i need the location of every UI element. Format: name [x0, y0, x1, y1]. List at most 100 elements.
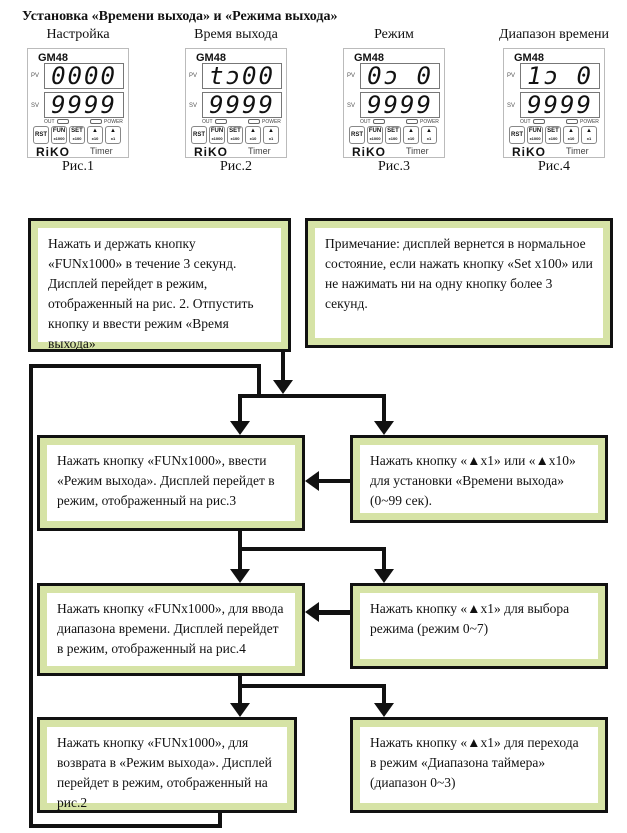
sv-label: SV: [189, 103, 198, 109]
btn-label: RST: [351, 131, 363, 138]
btn-sub: x1: [268, 136, 274, 141]
btn-label: RST: [35, 131, 47, 138]
led-icon: [214, 119, 227, 125]
led-icon: [248, 119, 260, 125]
up-x10-button[interactable]: ▲x10: [245, 126, 261, 144]
led-icon: [56, 119, 69, 125]
power-led: POWER: [88, 119, 123, 125]
step-text: Нажать кнопку «FUNx1000», для ввода диап…: [47, 593, 295, 666]
power-label: POWER: [580, 119, 599, 125]
connector-line: [382, 684, 386, 704]
step-output-mode: Нажать кнопку «FUNx1000», ввести «Режим …: [37, 435, 305, 531]
loop-line: [29, 364, 261, 368]
up-x1-button[interactable]: ▲x1: [263, 126, 279, 144]
connector-line: [238, 676, 242, 688]
up-x10-button[interactable]: ▲ x10: [563, 126, 579, 144]
figure-caption: Рис.1: [62, 159, 94, 174]
up-x1-button[interactable]: ▲x1: [421, 126, 437, 144]
brand-logo: RiKO: [194, 145, 228, 159]
step-select-mode: Нажать кнопку «▲x1» для выбора режима (р…: [350, 583, 608, 669]
step-text: Нажать кнопку «▲x1» для выбора режима (р…: [360, 593, 598, 659]
pv-label: PV: [189, 73, 198, 79]
btn-sub: x10: [91, 136, 99, 141]
device-type: Timer: [90, 146, 113, 156]
pv-display: 0ɔ 0: [360, 63, 440, 89]
device-type: Timer: [406, 146, 429, 156]
led-icon: [372, 119, 385, 125]
btn-label: FUN: [210, 128, 224, 134]
out-label: OUT: [202, 119, 213, 125]
figure-label: Диапазон времени: [498, 27, 610, 42]
btn-sub: x100: [230, 136, 240, 141]
rst-button[interactable]: RST: [509, 126, 525, 144]
step-text: Нажать кнопку «▲x1» для перехода в режим…: [360, 727, 598, 803]
btn-label: FUN: [52, 128, 66, 134]
connector-line: [382, 547, 386, 569]
connector-line: [238, 394, 386, 398]
rst-button[interactable]: RST: [349, 126, 365, 144]
triangle-up-icon: ▲: [408, 128, 414, 134]
step-time-range: Нажать кнопку «FUNx1000», для ввода диап…: [37, 583, 305, 676]
up-x10-button[interactable]: ▲x10: [403, 126, 419, 144]
triangle-up-icon: ▲: [250, 128, 256, 134]
led-icon: [566, 119, 578, 125]
note-text: Примечание: дисплей вернется в нормально…: [315, 228, 603, 338]
up-x1-button[interactable]: ▲x1: [581, 126, 597, 144]
btn-sub: x10: [567, 136, 575, 141]
btn-sub: x100: [72, 136, 82, 141]
device-model: GM48: [514, 52, 544, 64]
out-label: OUT: [520, 119, 531, 125]
device-model: GM48: [354, 52, 384, 64]
out-led: OUT: [520, 119, 547, 125]
pv-display: 0000: [44, 63, 124, 89]
rst-button[interactable]: RST: [191, 126, 207, 144]
set-button[interactable]: SET x100: [385, 126, 401, 144]
arrow-down-icon: [273, 380, 293, 394]
power-led: POWER: [404, 119, 439, 125]
triangle-up-icon: ▲: [568, 128, 574, 134]
power-led: POWER: [564, 119, 599, 125]
out-label: OUT: [44, 119, 55, 125]
triangle-up-icon: ▲: [92, 128, 98, 134]
triangle-up-icon: ▲: [110, 128, 116, 134]
pv-label: PV: [347, 73, 356, 79]
btn-label: SET: [387, 128, 399, 134]
step-timer-range: Нажать кнопку «▲x1» для перехода в режим…: [350, 717, 608, 813]
sv-label: SV: [31, 103, 40, 109]
up-x10-button[interactable]: ▲ x10: [87, 126, 103, 144]
connector-line: [238, 547, 242, 569]
sv-label: SV: [347, 103, 356, 109]
sv-display: 9999: [44, 92, 124, 118]
up-x1-button[interactable]: ▲x1: [105, 126, 121, 144]
led-icon: [90, 119, 102, 125]
figure-label: Настройка: [46, 27, 110, 42]
arrow-down-icon: [230, 569, 250, 583]
pv-label: PV: [507, 73, 516, 79]
connector-line: [318, 479, 350, 483]
arrow-down-icon: [374, 703, 394, 717]
step-text: Нажать кнопку «▲x1» или «▲x10» для устан…: [360, 445, 598, 513]
rst-button[interactable]: RST: [33, 126, 49, 144]
sv-display: 9999: [360, 92, 440, 118]
sv-display: 9999: [202, 92, 282, 118]
power-label: POWER: [420, 119, 439, 125]
connector-line: [238, 547, 386, 551]
pv-label: PV: [31, 73, 40, 79]
figure-label: Режим: [374, 27, 414, 42]
connector-line: [318, 610, 350, 615]
btn-sub: x100: [388, 136, 398, 141]
step-text: Нажать кнопку «FUNx1000», ввести «Режим …: [47, 445, 295, 521]
arrow-left-icon: [305, 602, 319, 622]
step-hold-fun: Нажать и держать кнопку «FUNx1000» в теч…: [28, 218, 291, 352]
